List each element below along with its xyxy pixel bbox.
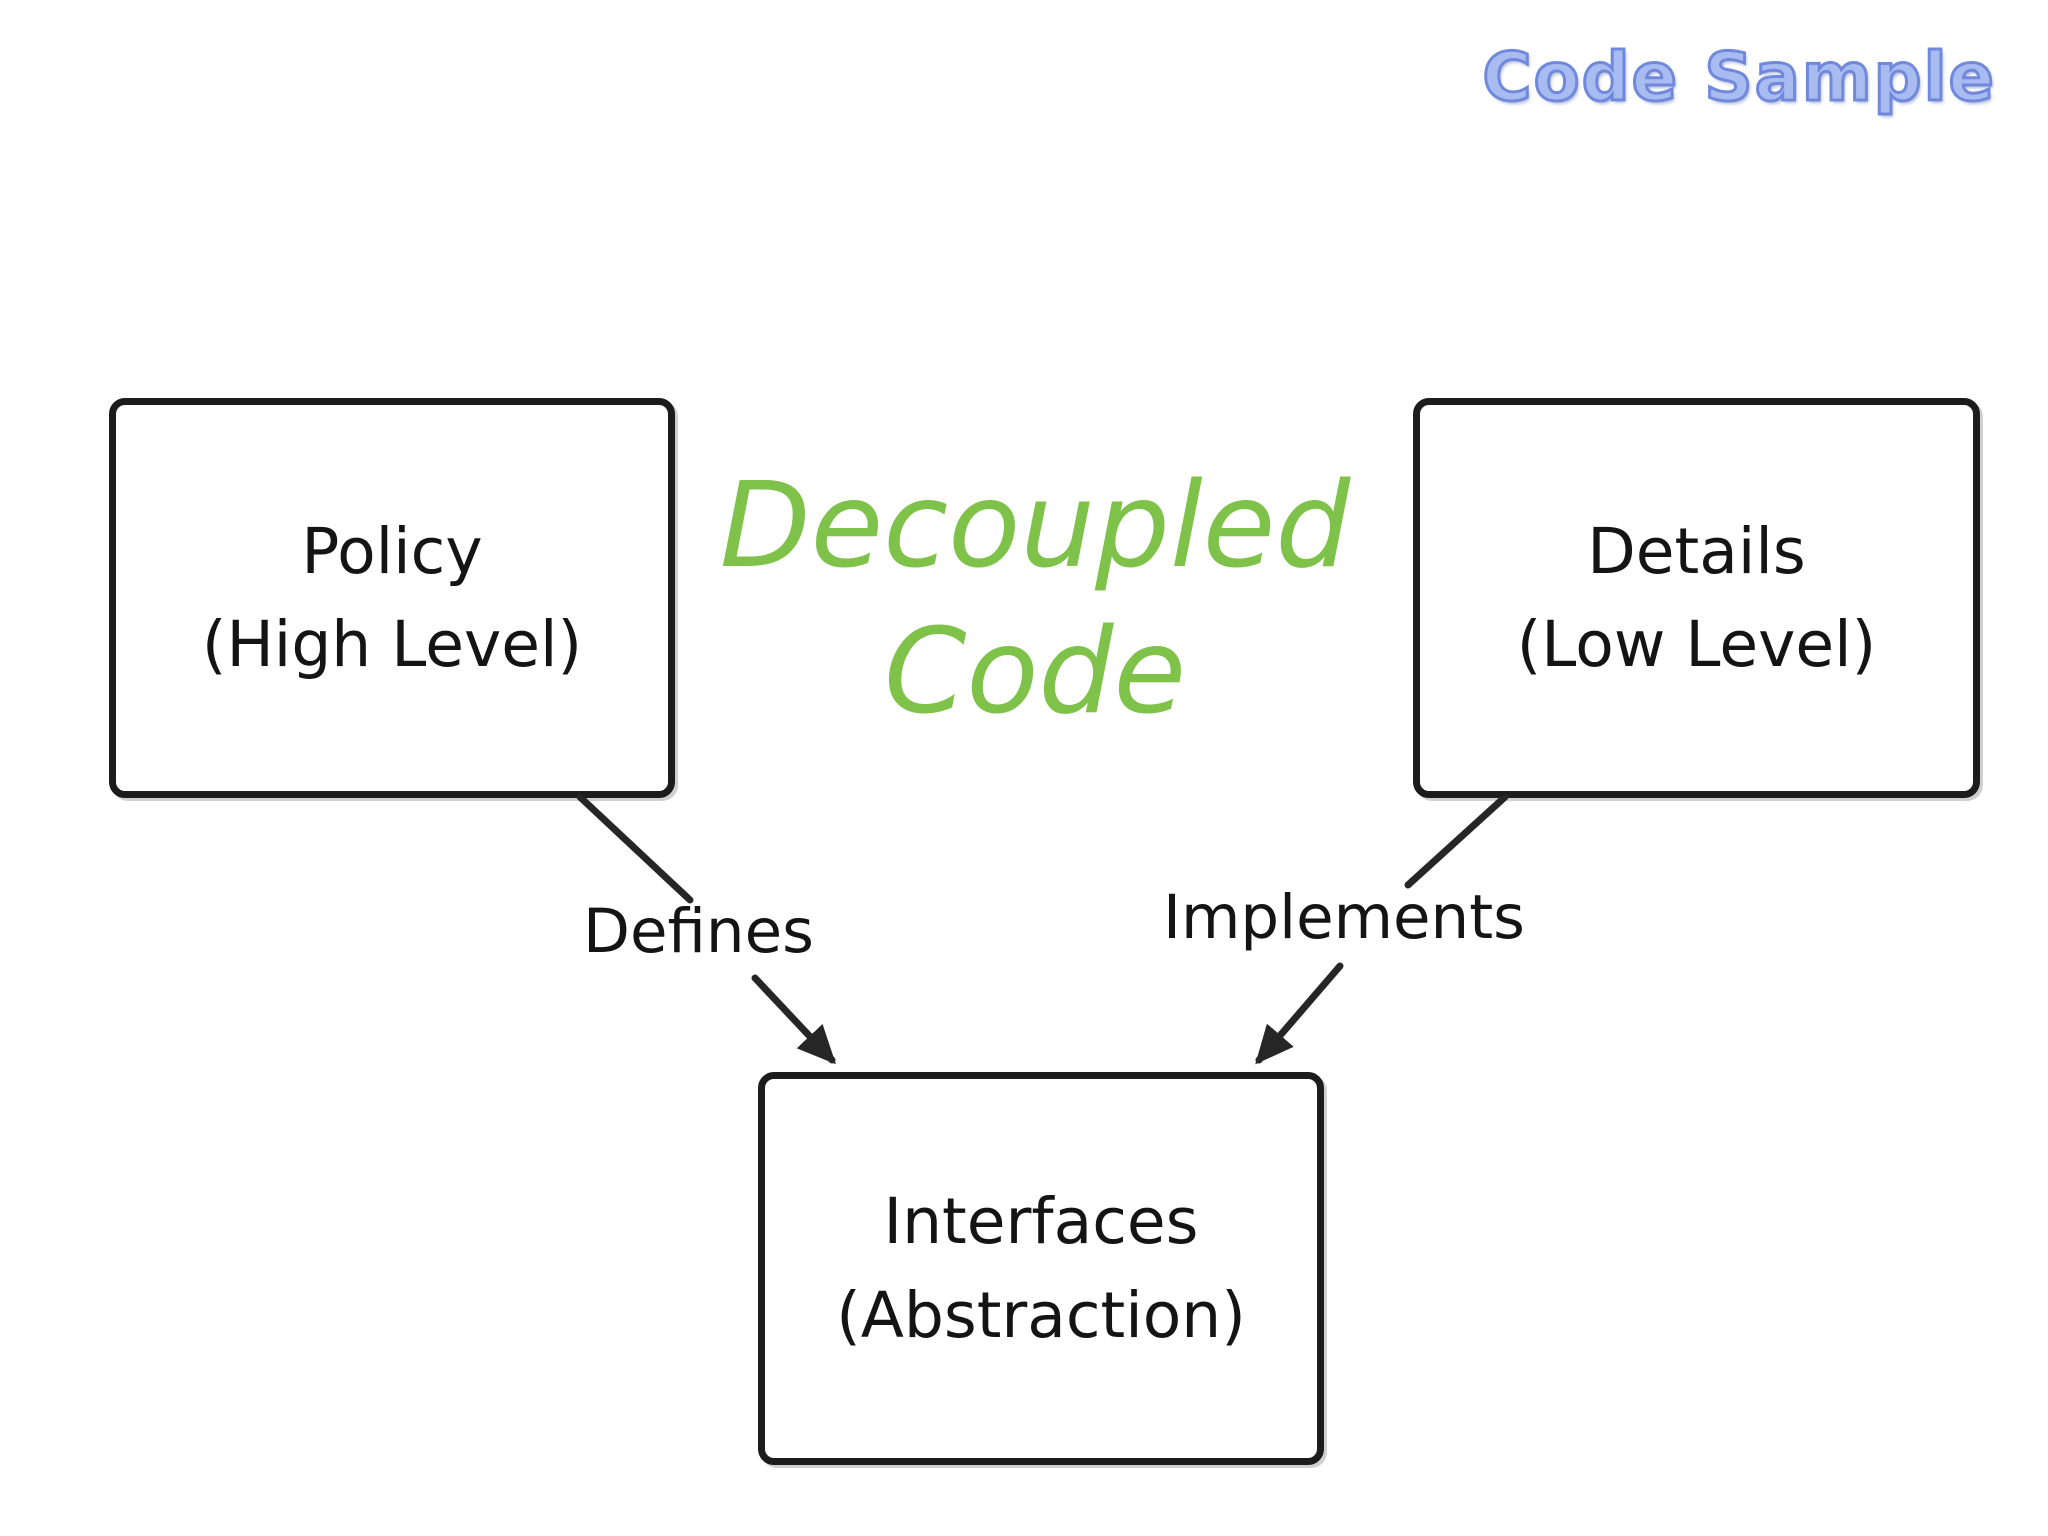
node-interfaces-line-1: Interfaces bbox=[883, 1185, 1199, 1259]
node-interfaces-line-2: (Abstraction) bbox=[836, 1278, 1246, 1352]
implements-arrow-lower-segment bbox=[1255, 962, 1344, 1065]
title-line-2: Code bbox=[883, 602, 1187, 741]
defines-arrow-lower-segment bbox=[751, 974, 836, 1065]
node-policy-label: Policy (High Level) bbox=[202, 505, 582, 691]
defines-arrow-upper-segment bbox=[576, 793, 694, 904]
decoupled-code-title: Decoupled Code bbox=[690, 452, 1380, 745]
node-details-label: Details (Low Level) bbox=[1517, 505, 1877, 691]
edge-label-defines: Defines bbox=[583, 896, 814, 967]
implements-arrow-upper-segment bbox=[1404, 793, 1509, 889]
node-interfaces: Interfaces (Abstraction) bbox=[758, 1072, 1324, 1465]
node-details: Details (Low Level) bbox=[1413, 398, 1980, 798]
node-details-line-2: (Low Level) bbox=[1516, 608, 1877, 681]
node-interfaces-label: Interfaces (Abstraction) bbox=[836, 1175, 1246, 1361]
code-sample-badge: Code Sample bbox=[1481, 37, 1996, 118]
node-policy-line-1: Policy bbox=[301, 514, 483, 588]
title-line-1: Decoupled bbox=[719, 456, 1351, 594]
edge-label-implements: Implements bbox=[1163, 882, 1525, 953]
node-policy: Policy (High Level) bbox=[109, 398, 675, 798]
node-details-line-1: Details bbox=[1587, 514, 1806, 588]
node-policy-line-2: (High Level) bbox=[201, 608, 583, 681]
